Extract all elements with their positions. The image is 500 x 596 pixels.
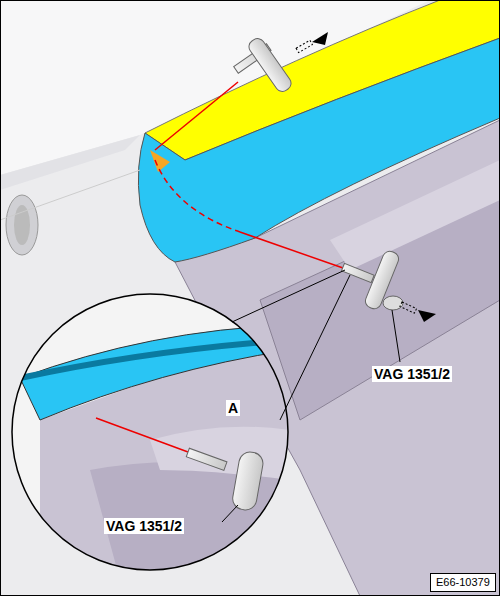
figure-number: E66-10379: [431, 574, 495, 591]
figure-number-box: E66-10379: [430, 573, 496, 592]
tool-label: VAG 1351/2: [372, 366, 452, 382]
arrow-letter: A: [226, 400, 240, 416]
tool-label: VAG 1351/2: [104, 518, 184, 534]
